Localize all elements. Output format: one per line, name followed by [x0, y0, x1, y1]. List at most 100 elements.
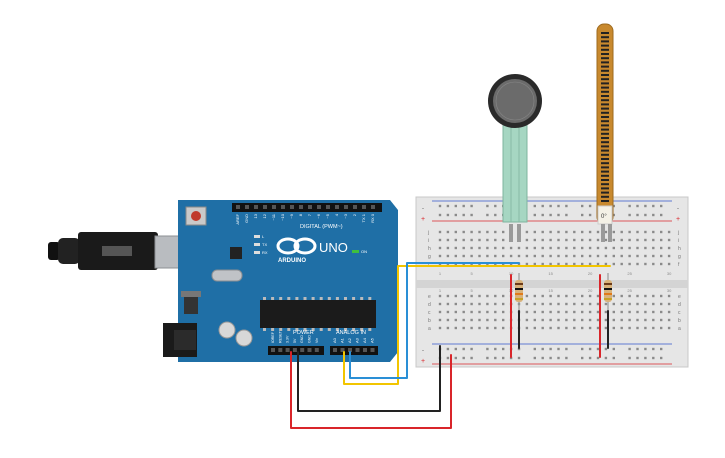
breadboard-hole[interactable]	[541, 310, 544, 314]
power-pin-socket[interactable]	[285, 348, 290, 352]
breadboard-hole[interactable]	[470, 294, 473, 298]
breadboard-hole[interactable]	[549, 230, 552, 234]
breadboard-hole[interactable]	[478, 230, 481, 234]
breadboard-hole[interactable]	[446, 318, 450, 322]
breadboard-hole[interactable]	[573, 238, 576, 242]
breadboard-hole[interactable]	[565, 302, 568, 306]
breadboard-hole[interactable]	[502, 302, 505, 306]
breadboard-hole[interactable]	[644, 254, 647, 258]
breadboard-hole[interactable]	[636, 254, 639, 258]
digital-pin-socket[interactable]	[335, 205, 339, 209]
breadboard-hole[interactable]	[644, 204, 647, 208]
breadboard-hole[interactable]	[628, 326, 631, 330]
breadboard-hole[interactable]	[549, 246, 552, 250]
breadboard-hole[interactable]	[502, 356, 505, 360]
wire-blue-a1[interactable]	[349, 262, 520, 379]
breadboard-hole[interactable]	[478, 254, 481, 258]
breadboard-hole[interactable]	[438, 318, 442, 322]
breadboard-hole[interactable]	[502, 318, 505, 322]
breadboard-hole[interactable]	[612, 213, 615, 217]
breadboard-hole[interactable]	[652, 347, 655, 351]
breadboard-hole[interactable]	[596, 318, 600, 322]
breadboard-hole[interactable]	[517, 356, 521, 360]
flex-sensor[interactable]: 0°	[596, 23, 614, 242]
breadboard-hole[interactable]	[541, 294, 544, 298]
breadboard-hole[interactable]	[604, 356, 608, 360]
breadboard-hole[interactable]	[565, 204, 568, 208]
breadboard-hole[interactable]	[565, 262, 568, 266]
breadboard-hole[interactable]	[462, 302, 465, 306]
breadboard-hole[interactable]	[604, 318, 608, 322]
analog-pin-socket[interactable]	[340, 348, 345, 352]
breadboard-hole[interactable]	[462, 310, 465, 314]
breadboard-hole[interactable]	[604, 230, 608, 234]
breadboard-hole[interactable]	[557, 262, 560, 266]
digital-pin-socket[interactable]	[290, 205, 294, 209]
breadboard-hole[interactable]	[612, 326, 615, 330]
breadboard-hole[interactable]	[596, 262, 600, 266]
breadboard-hole[interactable]	[628, 310, 631, 314]
breadboard-hole[interactable]	[667, 310, 671, 314]
breadboard-hole[interactable]	[494, 356, 497, 360]
breadboard-hole[interactable]	[660, 246, 663, 250]
breadboard-hole[interactable]	[620, 302, 623, 306]
digital-pin-socket[interactable]	[245, 205, 249, 209]
breadboard-hole[interactable]	[660, 326, 663, 330]
breadboard-hole[interactable]	[438, 246, 442, 250]
breadboard-hole[interactable]	[652, 318, 655, 322]
breadboard-hole[interactable]	[652, 262, 655, 266]
breadboard-hole[interactable]	[549, 204, 552, 208]
breadboard-hole[interactable]	[533, 294, 536, 298]
breadboard-hole[interactable]	[604, 302, 608, 306]
breadboard-hole[interactable]	[462, 246, 465, 250]
breadboard-hole[interactable]	[502, 230, 505, 234]
breadboard-hole[interactable]	[581, 347, 584, 351]
breadboard-hole[interactable]	[470, 246, 473, 250]
breadboard-hole[interactable]	[525, 230, 529, 234]
breadboard-hole[interactable]	[581, 318, 584, 322]
breadboard-hole[interactable]	[446, 310, 450, 314]
breadboard-hole[interactable]	[565, 310, 568, 314]
breadboard-hole[interactable]	[604, 246, 608, 250]
breadboard-hole[interactable]	[636, 230, 639, 234]
breadboard-hole[interactable]	[533, 254, 536, 258]
breadboard-hole[interactable]	[581, 246, 584, 250]
breadboard-hole[interactable]	[612, 294, 615, 298]
breadboard-hole[interactable]	[478, 318, 481, 322]
breadboard-hole[interactable]	[596, 254, 600, 258]
breadboard-hole[interactable]	[652, 326, 655, 330]
breadboard-hole[interactable]	[588, 230, 592, 234]
breadboard-hole[interactable]	[541, 356, 544, 360]
breadboard-hole[interactable]	[596, 310, 600, 314]
breadboard-hole[interactable]	[462, 230, 465, 234]
breadboard-hole[interactable]	[486, 204, 489, 208]
breadboard-hole[interactable]	[660, 262, 663, 266]
breadboard-hole[interactable]	[644, 318, 647, 322]
breadboard-hole[interactable]	[462, 204, 465, 208]
breadboard-hole[interactable]	[470, 213, 473, 217]
breadboard-hole[interactable]	[494, 318, 497, 322]
digital-pin-socket[interactable]	[362, 205, 366, 209]
breadboard-hole[interactable]	[565, 238, 568, 242]
breadboard-hole[interactable]	[557, 326, 560, 330]
breadboard-hole[interactable]	[509, 246, 513, 250]
breadboard-hole[interactable]	[596, 238, 600, 242]
wire-red-5v[interactable]	[290, 351, 452, 429]
breadboard-hole[interactable]	[533, 238, 536, 242]
power-pin-socket[interactable]	[292, 348, 297, 352]
digital-pin-socket[interactable]	[308, 205, 312, 209]
breadboard-hole[interactable]	[667, 254, 671, 258]
breadboard-hole[interactable]	[486, 254, 489, 258]
breadboard-hole[interactable]	[533, 310, 536, 314]
breadboard-hole[interactable]	[486, 356, 489, 360]
breadboard-hole[interactable]	[588, 262, 592, 266]
breadboard-hole[interactable]	[652, 302, 655, 306]
breadboard-hole[interactable]	[557, 213, 560, 217]
breadboard-hole[interactable]	[509, 356, 513, 360]
breadboard-hole[interactable]	[644, 310, 647, 314]
breadboard-hole[interactable]	[596, 230, 600, 234]
breadboard-hole[interactable]	[502, 310, 505, 314]
power-pin-socket[interactable]	[271, 348, 275, 352]
